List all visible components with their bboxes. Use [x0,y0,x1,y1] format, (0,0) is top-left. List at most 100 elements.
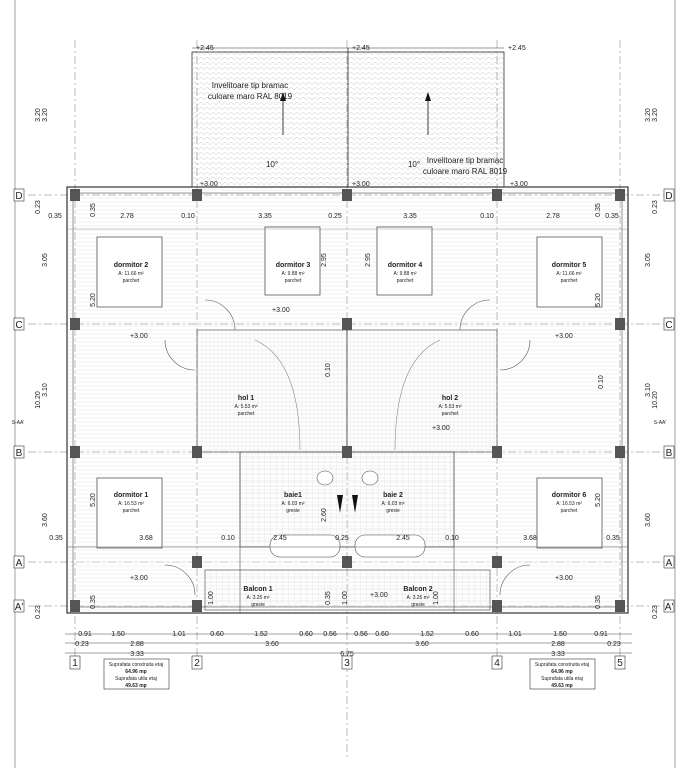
slope-arrow-icon [280,92,286,101]
column [70,318,80,330]
room-name: baie1 [284,492,302,499]
roof-level: +2.45 [352,45,370,52]
dimension-label: 0.60 [210,631,224,638]
grid-col-marker [614,655,626,670]
grid-row-label: A' [665,602,674,613]
dimension-label: 0.10 [480,213,494,220]
room-area: A: 6.03 m² [381,501,404,507]
grid-row-label: A' [15,602,24,613]
dimension-label-right: 3.10 [645,383,652,397]
grid-row-marker [13,188,25,202]
grid-col-label: 5 [617,658,623,669]
grid-row-marker [663,599,675,613]
level-marker: +3.00 [370,592,388,599]
grid-row-marker [663,188,675,202]
dimension-label-right: 0.23 [652,200,659,214]
column [342,556,352,568]
dimension-label: 0.91 [78,631,92,638]
grid-row-marker [663,445,675,459]
dimension-label-inner: 2.95 [365,253,372,267]
dimension-label: 6.75 [340,651,354,658]
room-name: dormitor 5 [552,262,587,269]
room-floor: parchet [123,508,140,514]
room-floor: gresie [251,602,265,608]
room-area: A: 9.88 m² [281,271,304,277]
grid-col-marker [341,655,353,670]
roof-slope: 10° [266,160,278,169]
dimension-label-left: 3.10 [42,383,49,397]
dimension-label-right: 3.60 [645,513,652,527]
room-floor: parchet [561,508,578,514]
structural-columns [70,189,625,612]
dimension-label: 0.35 [49,535,63,542]
dimension-label: 3.60 [415,641,429,648]
dimension-label-left: 0.35 [90,595,97,609]
dimension-label: 0.10 [445,535,459,542]
room-area: A: 11.66 m² [118,271,144,277]
dimension-label: 0.23 [607,641,621,648]
grid-row-label: C [665,320,672,331]
grid-row-marker [13,599,25,613]
dimension-label: 2.78 [546,213,560,220]
room-area: A: 3.25 m² [246,595,269,601]
dimension-label-right: 0.35 [595,203,602,217]
grid-row-label: B [16,448,23,459]
dimension-label: 3.35 [258,213,272,220]
area-summary-right-value: 49.63 mp [551,683,572,689]
dimension-label: 2.45 [273,535,287,542]
dimension-label: 0.25 [328,213,342,220]
dimension-label: 0.60 [299,631,313,638]
dimension-label: 3.33 [130,651,144,658]
dimension-label: 0.35 [605,213,619,220]
roof-level: +2.45 [508,45,526,52]
column [342,318,352,330]
dimension-label: 0.60 [465,631,479,638]
dimension-label: 3.68 [139,535,153,542]
area-summary-left-value: 49.63 mp [125,683,146,689]
column [192,189,202,201]
room-floor: parchet [123,278,140,284]
column [192,446,202,458]
room-floor: gresie [386,508,400,514]
column [192,600,202,612]
room-name: baie 2 [383,492,403,499]
level-marker: +3.00 [130,333,148,340]
room-name: dormitor 2 [114,262,149,269]
level-marker: +3.00 [200,181,218,188]
grid-row-label: A [16,558,23,569]
dimension-label-inner: 1.00 [342,591,349,605]
dimension-label: 1.52 [420,631,434,638]
room-area: A: 16.53 m² [118,501,144,507]
section-mark-left: S-AA' [12,420,25,426]
dimension-label: 2.78 [120,213,134,220]
grid-col-label: 4 [494,658,500,669]
roof-note: Invelitoare tip bramac [212,81,288,90]
dimension-label: 0.56 [323,631,337,638]
grid-row-label: D [15,191,22,202]
area-summary-left-label: Suprafata construita etaj [109,662,163,668]
dimension-label: 0.35 [606,535,620,542]
level-marker: +3.00 [272,307,290,314]
dimension-label-right: 0.23 [652,605,659,619]
dimension-label-left: 3.05 [42,253,49,267]
dimension-label-inner: 5.20 [90,293,97,307]
column [615,189,625,201]
room-area: A: 3.25 m² [406,595,429,601]
dimension-label: 2.45 [396,535,410,542]
grid-row-label: B [666,448,673,459]
dimension-label-inner: 5.20 [90,493,97,507]
grid-row-label: D [665,191,672,202]
dimension-label-left: 3.60 [42,513,49,527]
dimension-label-inner: 1.00 [208,591,215,605]
room-name: hol 2 [442,395,458,402]
roof-note: culoare maro RAL 8019 [423,167,508,176]
column [492,189,502,201]
column [342,446,352,458]
area-summary-right-value: 64.96 mp [551,669,572,675]
dimension-label-right: 3.20 [652,108,659,122]
room-name: dormitor 3 [276,262,311,269]
dimension-label: 0.91 [594,631,608,638]
room-area: A: 6.03 m² [281,501,304,507]
dimension-label: 0.56 [354,631,368,638]
grid-col-marker [69,655,81,670]
